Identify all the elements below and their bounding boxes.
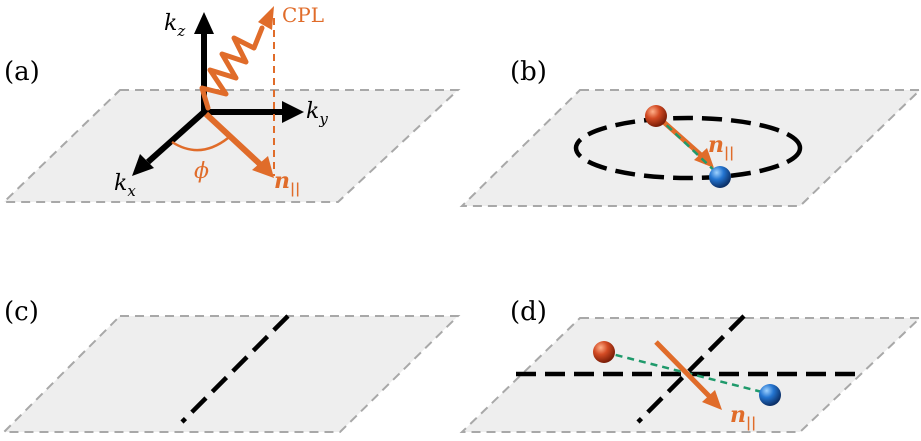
n-parallel-arrow-d	[654, 340, 712, 399]
panel-b-label: (b)	[510, 57, 547, 87]
n-parallel-arrowhead-b	[694, 148, 714, 168]
cpl-arrowhead	[258, 6, 274, 30]
kx-arrowhead	[132, 154, 154, 176]
weyl-node-blue-d	[759, 384, 781, 406]
cpl-wave	[199, 25, 265, 111]
nodal-line-c	[180, 314, 290, 424]
n-parallel-arrow	[203, 111, 265, 169]
phi-arc	[171, 137, 229, 152]
n-parallel-label-b: n||	[708, 132, 734, 161]
n-parallel-arrowhead-d	[702, 390, 722, 410]
panel-d-label: (d)	[510, 297, 547, 327]
panel-a: (a) kz ky kx CPL n|| ϕ	[1, 3, 461, 203]
nodal-line-d-diagonal	[636, 314, 746, 424]
kz-label: kz	[164, 11, 185, 40]
n-parallel-label-d: n||	[730, 402, 756, 431]
panel-a-label: (a)	[4, 57, 40, 87]
phi-label: ϕ	[194, 159, 209, 184]
panel-c-label: (c)	[4, 297, 39, 327]
plane-a	[1, 89, 461, 203]
panel-c: (c)	[1, 297, 461, 433]
panel-b: (b) n||	[459, 57, 921, 207]
weyl-node-red-d	[593, 341, 615, 363]
ky-label: ky	[306, 99, 328, 128]
weyl-connector-b	[657, 116, 721, 177]
panel-d: (d) n||	[459, 297, 921, 433]
plane-c	[1, 315, 461, 433]
kz-arrowhead	[194, 12, 214, 34]
cpl-label: CPL	[282, 3, 324, 27]
orbit-ellipse	[573, 115, 803, 181]
ky-arrowhead	[282, 101, 304, 123]
weyl-node-red-b	[645, 105, 667, 127]
kx-axis	[146, 109, 206, 165]
kx-label: kx	[114, 171, 136, 200]
n-parallel-arrowhead	[252, 156, 274, 178]
n-parallel-label-a: n||	[274, 168, 300, 197]
weyl-node-blue-b	[709, 166, 731, 188]
